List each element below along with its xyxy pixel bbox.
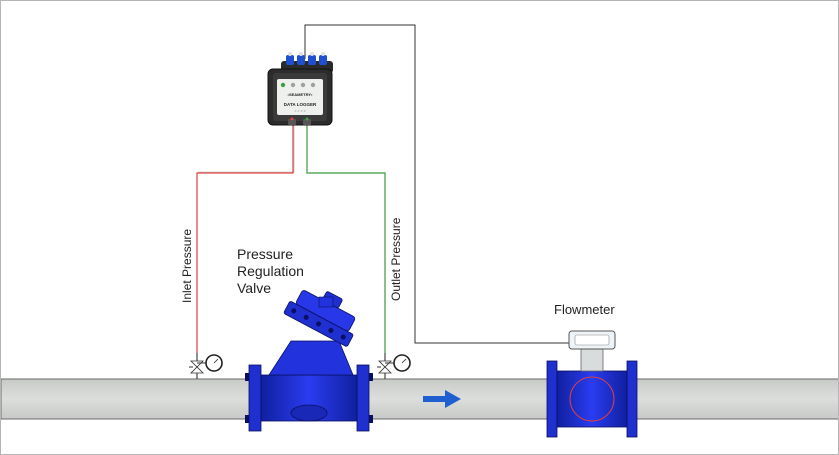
- pipe: [1, 378, 838, 420]
- signal-wire: [304, 24, 588, 344]
- valve-label-line1: Pressure: [237, 246, 293, 262]
- flow-arrow-icon: [423, 390, 461, 408]
- inlet-pressure-wire: [196, 123, 295, 353]
- outlet-wire-green: [306, 123, 386, 353]
- inlet-pressure-gauge-icon: [189, 353, 223, 379]
- logger-brand: •SEAMETRY•: [288, 92, 313, 97]
- inlet-pressure-label: Inlet Pressure: [180, 229, 194, 303]
- flowmeter-icon: [546, 330, 638, 438]
- outlet-pressure-label: Outlet Pressure: [389, 217, 403, 301]
- outlet-pressure-wire: [306, 123, 386, 353]
- data-logger-icon: •SEAMETRY• DATA LOGGER ○ ○ ○ ○: [267, 52, 333, 126]
- valve-label-line2: Regulation: [237, 263, 304, 279]
- flowmeter-label: Flowmeter: [554, 302, 615, 317]
- inlet-wire-red: [196, 123, 294, 353]
- valve-icon: [245, 290, 373, 432]
- logger-sub: ○ ○ ○ ○: [294, 109, 305, 113]
- logger-model: DATA LOGGER: [284, 102, 317, 107]
- outlet-pressure-gauge-icon: [377, 353, 411, 379]
- valve-label-line3: Valve: [237, 280, 271, 296]
- flowmeter-signal-wire: [304, 24, 588, 344]
- inlet-wire-shadow: [198, 123, 295, 173]
